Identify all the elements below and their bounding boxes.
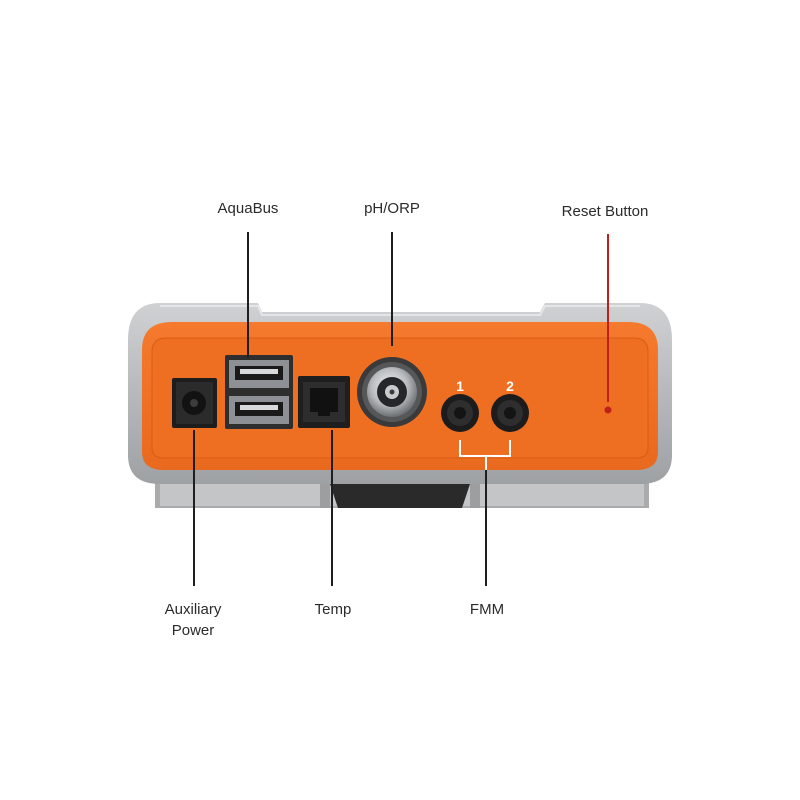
temp-label: Temp: [314, 601, 352, 618]
temp-jack: [298, 376, 350, 428]
auxiliary-power-label-line1: Auxiliary: [164, 601, 222, 618]
fmm-label: FMM: [469, 601, 505, 618]
fmm-port-2-number: 2: [506, 378, 514, 394]
fmm-ports: 1 2: [441, 378, 529, 457]
auxiliary-power-label-line2: Power: [171, 622, 215, 639]
ph-orp-bnc-connector: [357, 357, 427, 427]
aquabus-ports: [225, 355, 293, 429]
aquabus-label: AquaBus: [217, 200, 279, 217]
leader-lines: [193, 232, 609, 586]
reset-button-indicator: [604, 406, 612, 414]
reset-button-label: Reset Button: [561, 203, 649, 220]
auxiliary-power-jack: [172, 378, 217, 428]
ph-orp-label: pH/ORP: [364, 200, 420, 217]
auxiliary-power-label: Auxiliary Power: [143, 599, 243, 641]
fmm-port-1-number: 1: [456, 378, 464, 394]
